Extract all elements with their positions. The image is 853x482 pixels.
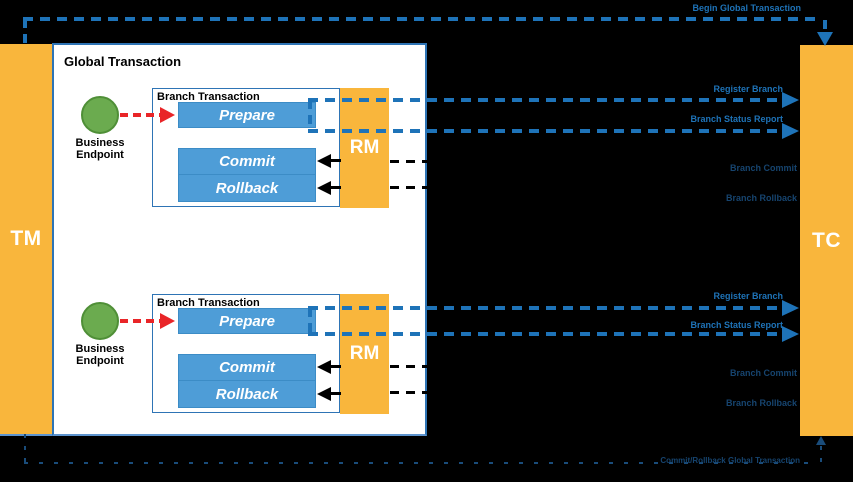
register-branch-arrowhead-1	[782, 92, 799, 108]
branch-commit-dash-line-1	[390, 160, 800, 163]
prepare-label-1: Prepare	[219, 106, 275, 124]
global-commit-right-riser	[820, 446, 822, 463]
rollback-box-1: Rollback	[178, 174, 316, 202]
branch-status-label-2: Branch Status Report	[690, 320, 783, 330]
branch-status-line-1	[308, 129, 783, 133]
begin-global-arrowhead	[817, 32, 833, 46]
invoke-arrowhead-2	[160, 313, 175, 329]
business-endpoint-circle-2	[81, 302, 119, 340]
global-commit-left-drop	[24, 434, 26, 463]
invoke-dash-line-2	[120, 319, 163, 323]
business-endpoint-line2-2: Endpoint	[76, 355, 124, 367]
branch-rollback-stub-2	[330, 392, 341, 395]
rollback-box-2: Rollback	[178, 380, 316, 408]
branch-transaction-title-1: Branch Transaction	[157, 91, 260, 103]
register-branch-label-1: Register Branch	[713, 84, 783, 94]
branch-commit-dash-line-2	[390, 365, 800, 368]
invoke-arrowhead-1	[160, 107, 175, 123]
branch-status-arrowhead-2	[782, 326, 799, 342]
branch-rollback-stub-1	[330, 186, 341, 189]
register-branch-line-1	[308, 98, 783, 102]
branch-status-label-1: Branch Status Report	[690, 114, 783, 124]
business-endpoint-line1-2: Business	[75, 343, 125, 355]
rollback-label-1: Rollback	[215, 179, 279, 197]
branch-rollback-arrowhead-1	[317, 181, 331, 195]
tc-actor: TC	[800, 45, 853, 436]
commit-box-2: Commit	[178, 354, 316, 381]
prepare-bracket-line-1	[308, 100, 312, 130]
rm-label-2: RM	[349, 343, 380, 364]
branch-commit-stub-1	[330, 159, 341, 162]
register-branch-arrowhead-2	[782, 300, 799, 316]
branch-transaction-title-2: Branch Transaction	[157, 297, 260, 309]
tm-label: TM	[10, 227, 42, 250]
business-endpoint-circle-1	[81, 96, 119, 134]
branch-rollback-label-2: Branch Rollback	[725, 398, 797, 408]
business-endpoint-line1-1: Business	[75, 137, 125, 149]
branch-commit-arrowhead-2	[317, 360, 331, 374]
begin-global-left-riser	[23, 19, 27, 44]
tc-label: TC	[812, 228, 841, 252]
rollback-label-2: Rollback	[215, 385, 279, 403]
prepare-box-1: Prepare	[178, 102, 316, 128]
tm-actor: TM	[0, 44, 52, 434]
business-endpoint-label-2: Business Endpoint	[64, 343, 136, 367]
commit-label-2: Commit	[219, 359, 275, 376]
branch-rollback-arrowhead-2	[317, 387, 331, 401]
branch-status-line-2	[308, 332, 783, 336]
business-endpoint-label-1: Business Endpoint	[64, 137, 136, 161]
invoke-dash-line-1	[120, 113, 163, 117]
begin-global-right-drop	[823, 20, 827, 33]
branch-commit-label-2: Branch Commit	[729, 368, 797, 378]
global-commit-label: Commit/Rollback Global Transaction	[660, 456, 800, 465]
prepare-bracket-line-2	[308, 308, 312, 334]
rm-box-2: RM	[340, 294, 389, 414]
register-branch-label-2: Register Branch	[713, 291, 783, 301]
prepare-label-2: Prepare	[219, 312, 275, 330]
branch-commit-label-1: Branch Commit	[729, 163, 797, 173]
begin-global-label: Begin Global Transaction	[692, 3, 801, 13]
global-commit-dash-line	[24, 462, 819, 464]
branch-rollback-label-1: Branch Rollback	[725, 193, 797, 203]
register-branch-line-2	[308, 306, 783, 310]
business-endpoint-line2-1: Endpoint	[76, 149, 124, 161]
begin-global-dash-line	[23, 17, 820, 21]
global-transaction-title: Global Transaction	[64, 54, 182, 69]
branch-rollback-dash-line-1	[390, 186, 800, 189]
branch-commit-stub-2	[330, 365, 341, 368]
prepare-box-2: Prepare	[178, 308, 316, 334]
commit-box-1: Commit	[178, 148, 316, 175]
commit-label-1: Commit	[219, 153, 275, 170]
rm-box-1: RM	[340, 88, 389, 208]
global-commit-arrowhead	[816, 436, 826, 445]
branch-rollback-dash-line-2	[390, 391, 800, 394]
rm-label-1: RM	[349, 137, 380, 158]
branch-status-arrowhead-1	[782, 123, 799, 139]
branch-commit-arrowhead-1	[317, 154, 331, 168]
